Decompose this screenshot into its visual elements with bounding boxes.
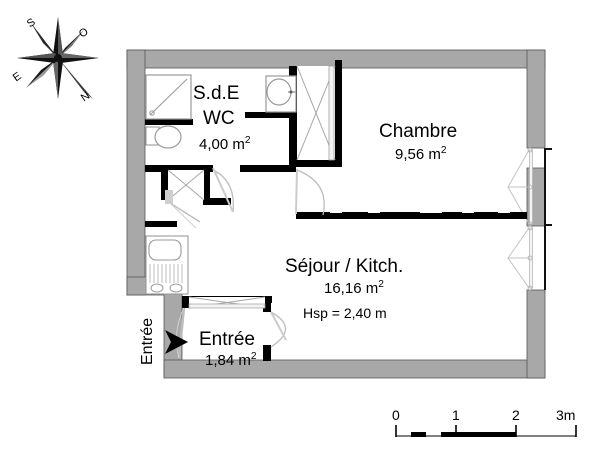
- closet-sliding-door: [296, 65, 336, 161]
- room-area-sde-value: 4,00 m: [199, 136, 245, 153]
- toilet-fixture-icon: [145, 125, 182, 149]
- door-swing-entree-exterior: [175, 307, 186, 359]
- storage-closet: [165, 169, 205, 229]
- room-area-sejour-exp: 2: [378, 279, 384, 290]
- scale-tick-0: 0: [392, 407, 400, 423]
- scale-tick-2: 2: [512, 407, 520, 423]
- room-area-entree: 1,84 m2: [205, 351, 257, 369]
- entree-closet: [188, 296, 266, 309]
- room-label-sde: S.d.E: [193, 83, 240, 104]
- room-area-sde: 4,00 m2: [199, 135, 251, 153]
- arrow-right-icon: [165, 330, 188, 354]
- small-basin-fixture-icon: [145, 235, 189, 295]
- door-swing-chambre: [295, 168, 325, 216]
- room-area-chambre: 9,56 m2: [395, 145, 447, 163]
- door-swing-wc: [212, 167, 234, 213]
- room-area-sde-exp: 2: [244, 135, 251, 146]
- room-area-entree-exp: 2: [250, 351, 257, 362]
- room-label-sejour: Séjour / Kitch.: [285, 256, 404, 277]
- scale-end-label: 3m: [556, 407, 576, 423]
- window-sejour-right: [507, 225, 546, 291]
- room-label-wc: WC: [203, 108, 235, 129]
- room-area-sejour-value: 16,16 m: [324, 280, 379, 297]
- room-area-sejour: 16,16 m2: [324, 279, 384, 297]
- room-label-chambre: Chambre: [379, 121, 458, 142]
- outer-walls: [126, 49, 546, 379]
- compass-rose-icon: [17, 17, 99, 99]
- washbasin-fixture-icon: [265, 75, 297, 113]
- window-chambre-right: [507, 147, 552, 227]
- scale-tick-1: 1: [452, 407, 460, 423]
- room-label-entree: Entrée: [199, 329, 255, 350]
- room-hsp-sejour: Hsp = 2,40 m: [303, 305, 387, 321]
- door-swing-entrance: [270, 311, 287, 348]
- scale-bar: [395, 425, 577, 437]
- shower-fixture-icon: [145, 74, 192, 120]
- room-area-chambre-exp: 2: [440, 145, 447, 156]
- room-area-entree-value: 1,84 m: [205, 352, 251, 369]
- entry-marker-label: Entrée: [139, 317, 156, 365]
- room-area-chambre-value: 9,56 m: [395, 146, 441, 163]
